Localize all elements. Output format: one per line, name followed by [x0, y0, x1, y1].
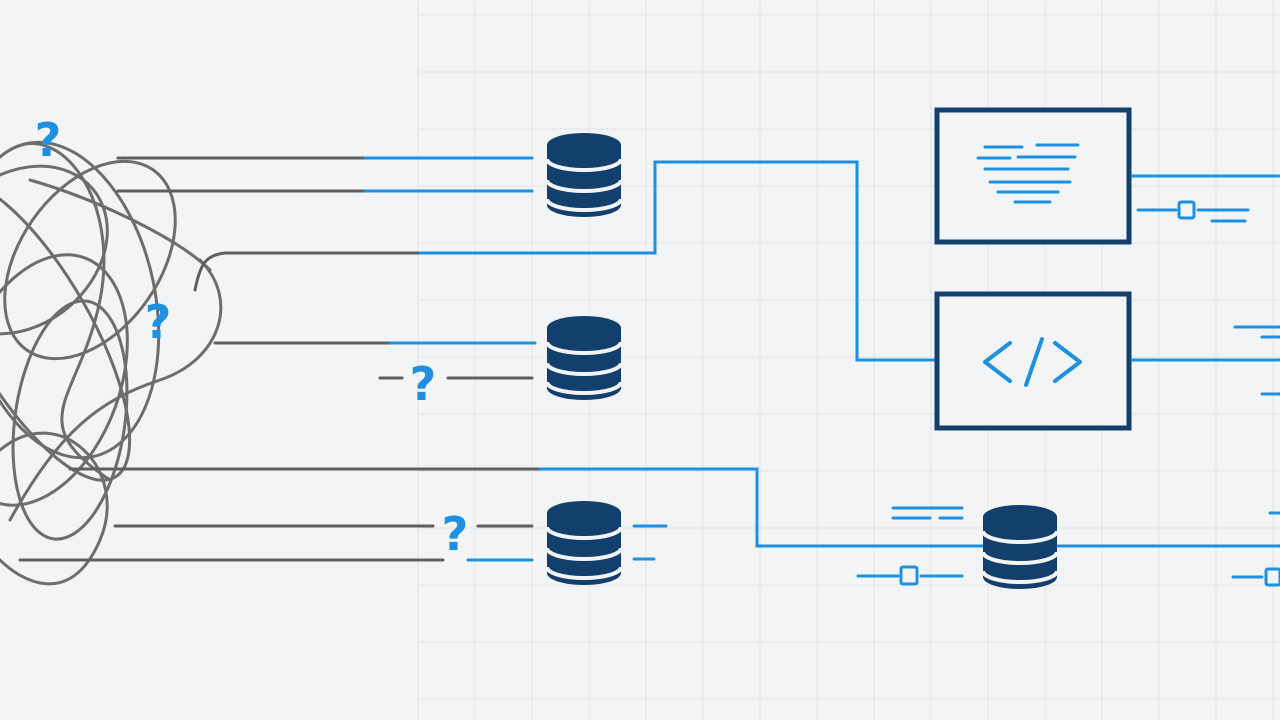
tangled-lines: [0, 140, 223, 586]
question-mark-top: ?: [35, 113, 62, 167]
question-mark-middle: ?: [145, 295, 172, 349]
database-icon-top: [545, 133, 623, 217]
document-panel: [934, 107, 1132, 245]
question-mark-line-3: ?: [442, 507, 469, 561]
source-wires: [18, 156, 987, 562]
connector-node-icon: [899, 200, 1280, 587]
database-icon-output: [981, 505, 1059, 589]
code-panel: [934, 291, 1132, 431]
output-wires: [856, 174, 1280, 579]
code-icon: [983, 337, 1082, 387]
question-mark-line-2: ?: [410, 357, 437, 411]
database-icon-bottom: [545, 501, 623, 585]
document-icon: [976, 143, 1080, 204]
database-icon-middle: [545, 316, 623, 400]
